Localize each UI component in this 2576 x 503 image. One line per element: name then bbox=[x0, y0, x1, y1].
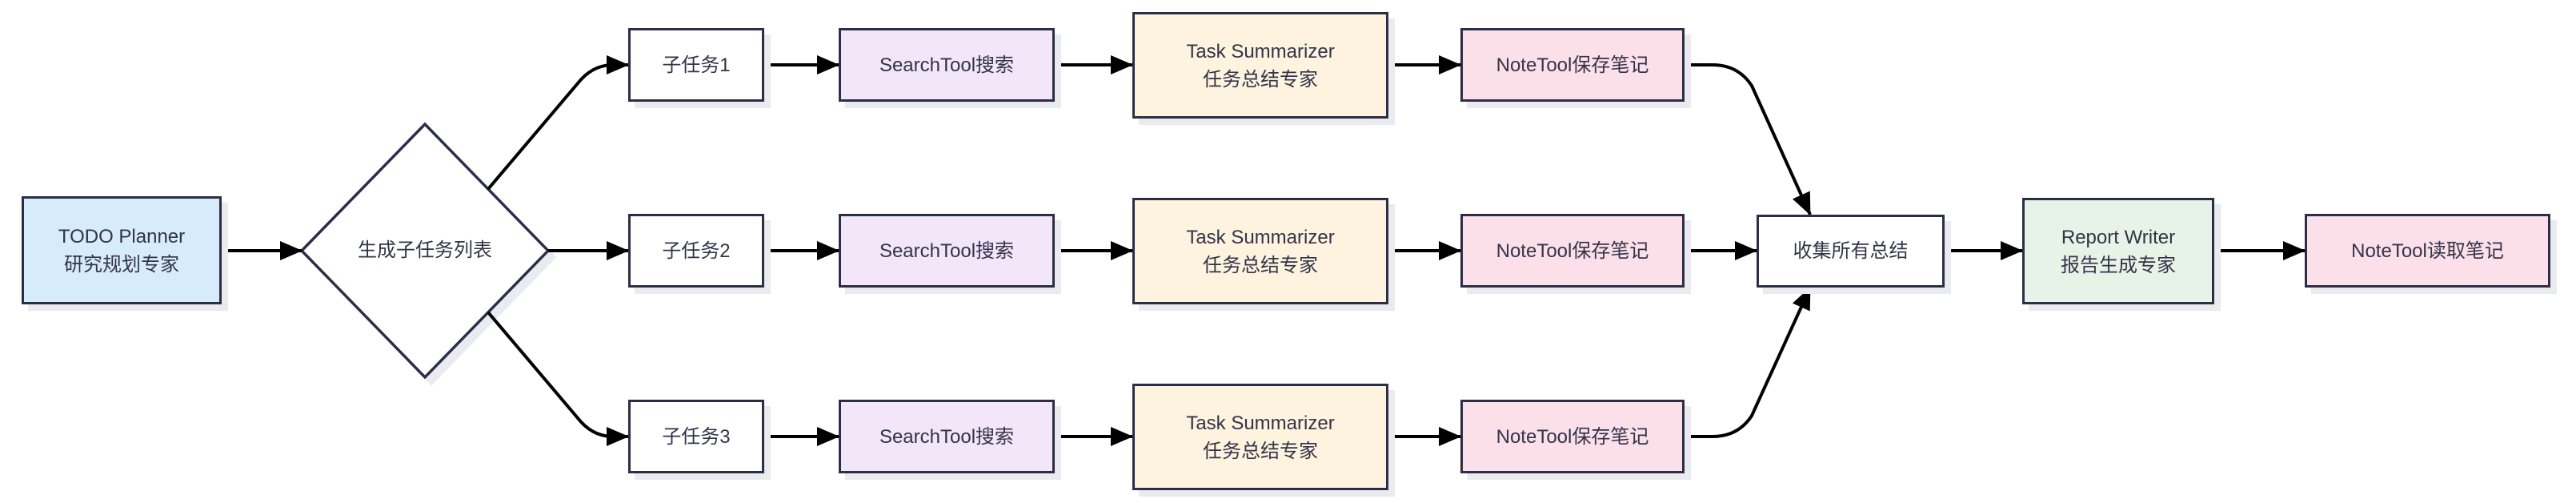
report-writer-subtitle: 报告生成专家 bbox=[2061, 254, 2176, 276]
subtask-2-label: 子任务2 bbox=[662, 239, 731, 262]
task-summarizer-node-1: Task Summarizer 任务总结专家 bbox=[1132, 12, 1388, 119]
report-writer-node: Report Writer 报告生成专家 bbox=[2022, 198, 2214, 304]
task-summarizer-subtitle-3: 任务总结专家 bbox=[1203, 440, 1318, 462]
task-summarizer-title-1: Task Summarizer bbox=[1186, 40, 1335, 62]
arrow-note1-to-collect bbox=[1685, 63, 1812, 215]
subtask-3-label: 子任务3 bbox=[662, 425, 731, 448]
note-read-label: NoteTool读取笔记 bbox=[2351, 239, 2504, 262]
decision-diamond-shape bbox=[299, 122, 551, 380]
todo-planner-subtitle: 研究规划专家 bbox=[64, 253, 179, 276]
task-summarizer-subtitle-2: 任务总结专家 bbox=[1203, 254, 1318, 276]
task-summarizer-subtitle-1: 任务总结专家 bbox=[1203, 68, 1318, 91]
subtask-1-label: 子任务1 bbox=[662, 54, 731, 76]
task-summarizer-node-3: Task Summarizer 任务总结专家 bbox=[1132, 384, 1388, 490]
subtask-3-node: 子任务3 bbox=[628, 400, 764, 473]
decision-diamond-label: 生成子任务列表 bbox=[358, 239, 492, 261]
search-tool-label-3: SearchTool搜索 bbox=[879, 425, 1015, 448]
arrow-decision-to-subtask1 bbox=[487, 55, 629, 191]
note-save-node-2: NoteTool保存笔记 bbox=[1460, 214, 1685, 288]
search-tool-label-1: SearchTool搜索 bbox=[879, 54, 1015, 76]
task-summarizer-title-2: Task Summarizer bbox=[1186, 226, 1335, 248]
note-save-node-1: NoteTool保存笔记 bbox=[1460, 28, 1685, 102]
todo-planner-node: TODO Planner 研究规划专家 bbox=[22, 196, 222, 304]
task-summarizer-node-2: Task Summarizer 任务总结专家 bbox=[1132, 198, 1388, 304]
report-writer-title: Report Writer bbox=[2061, 226, 2176, 248]
arrow-decision-to-subtask3 bbox=[487, 311, 629, 446]
note-save-label-2: NoteTool保存笔记 bbox=[1496, 239, 1649, 262]
search-tool-label-2: SearchTool搜索 bbox=[879, 239, 1015, 262]
subtask-1-node: 子任务1 bbox=[628, 28, 764, 102]
note-save-label-1: NoteTool保存笔记 bbox=[1496, 54, 1649, 76]
note-save-node-3: NoteTool保存笔记 bbox=[1460, 400, 1685, 473]
search-tool-node-2: SearchTool搜索 bbox=[839, 214, 1055, 288]
note-read-node: NoteTool读取笔记 bbox=[2305, 214, 2550, 288]
search-tool-node-3: SearchTool搜索 bbox=[839, 400, 1055, 473]
subtask-2-node: 子任务2 bbox=[628, 214, 764, 288]
collect-summaries-node: 收集所有总结 bbox=[1757, 215, 1945, 288]
todo-planner-title: TODO Planner bbox=[58, 225, 186, 247]
task-summarizer-title-3: Task Summarizer bbox=[1186, 412, 1335, 434]
arrow-note3-to-collect bbox=[1685, 287, 1812, 438]
search-tool-node-1: SearchTool搜索 bbox=[839, 28, 1055, 102]
collect-summaries-label: 收集所有总结 bbox=[1793, 240, 1909, 262]
note-save-label-3: NoteTool保存笔记 bbox=[1496, 425, 1649, 448]
